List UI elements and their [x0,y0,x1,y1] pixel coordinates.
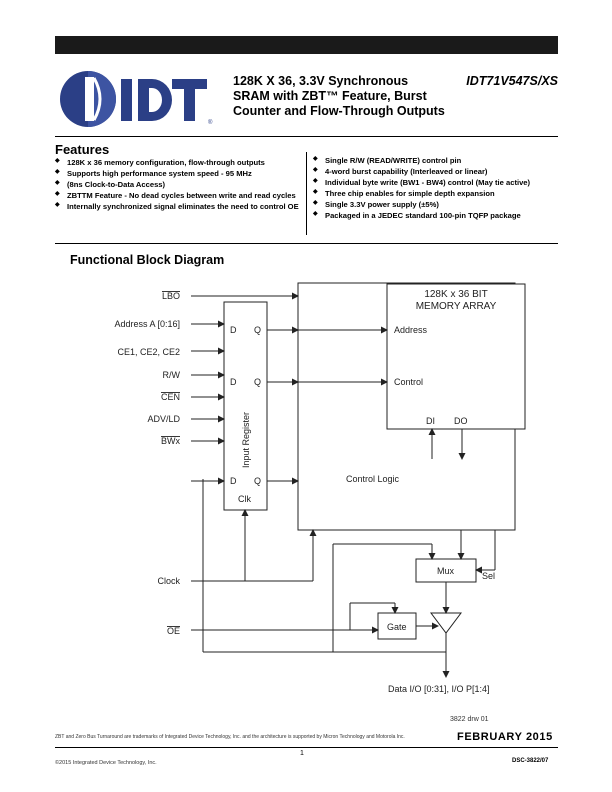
publish-date: FEBRUARY 2015 [457,731,553,743]
feature-item-cont: (8ns Clock-to-Data Access) [55,178,300,190]
cen-label: CEN [161,392,180,402]
divider [55,243,558,244]
svg-text:®: ® [208,119,213,126]
reg-d-label: D [230,377,237,387]
reg-d-label: D [230,476,237,486]
document-title: 128K X 36, 3.3V Synchronous IDT71V547S/X… [233,74,573,119]
oe-label: OE [167,626,180,636]
title-line-3: Counter and Flow-Through Outputs [233,104,445,118]
page-number: 1 [300,750,304,757]
feature-item: Three chip enables for simple depth expa… [313,187,563,199]
drawing-ref: 3822 drw 01 [450,716,489,723]
input-register-label: Input Register [241,412,251,468]
data-io-label: Data I/O [0:31], I/O P[1:4] [388,684,490,694]
adv-ld-label: ADV/LD [147,414,180,424]
feature-item: ZBTTM Feature - No dead cycles between w… [55,189,300,201]
trademark-note: ZBT and Zero Bus Turnaround are trademar… [55,734,405,740]
memory-title-1: 128K x 36 BIT [424,289,487,300]
memory-address-label: Address [394,325,428,335]
address-label: Address A [0:16] [114,319,180,329]
mux-label: Mux [437,566,455,576]
chip-enable-label: CE1, CE2, CE2 [117,347,180,357]
lbo-label: LBO [162,291,180,301]
output-buffer-icon [430,612,462,634]
divider [55,747,558,748]
column-divider [306,152,307,235]
feature-item: Packaged in a JEDEC standard 100-pin TQF… [313,209,563,221]
features-list-right: Single R/W (READ/WRITE) control pin 4-wo… [313,154,563,221]
reg-q-label: Q [254,377,261,387]
features-list-left: 128K x 36 memory configuration, flow-thr… [55,156,300,212]
part-number: IDT71V547S/XS [466,74,558,88]
document-id: DSC-3822/07 [512,758,549,764]
memory-array-block [386,283,526,430]
control-logic-label: Control Logic [346,474,400,484]
feature-item: Internally synchronized signal eliminate… [55,200,300,212]
block-diagram-heading: Functional Block Diagram [70,253,225,267]
feature-item: Supports high performance system speed -… [55,167,300,179]
bwx-label: BWx [161,436,180,446]
gate-label: Gate [387,622,407,632]
di-label: DI [426,416,435,426]
memory-control-label: Control [394,377,423,387]
title-line-1: 128K X 36, 3.3V Synchronous [233,74,409,88]
memory-title-2: MEMORY ARRAY [416,301,497,312]
copyright: ©2015 Integrated Device Technology, Inc. [55,760,157,766]
feature-item: Single R/W (READ/WRITE) control pin [313,154,563,166]
reg-d-label: D [230,325,237,335]
feature-item: Individual byte write (BW1 - BW4) contro… [313,176,563,188]
reg-q-label: Q [254,325,261,335]
sel-label: Sel [482,571,495,581]
do-label: DO [454,416,468,426]
feature-item: 128K x 36 memory configuration, flow-thr… [55,156,300,168]
reg-q-label: Q [254,476,261,486]
reg-clk-label: Clk [238,494,251,504]
title-line-2: SRAM with ZBT™ Feature, Burst [233,89,427,103]
feature-item: 4-word burst capability (Interleaved or … [313,165,563,177]
clock-label: Clock [157,576,180,586]
header-bar [55,36,558,54]
feature-item: Single 3.3V power supply (±5%) [313,198,563,210]
features-heading: Features [55,142,110,157]
divider [55,136,558,137]
rw-label: R/W [163,370,181,380]
idt-logo: ® [60,71,213,127]
